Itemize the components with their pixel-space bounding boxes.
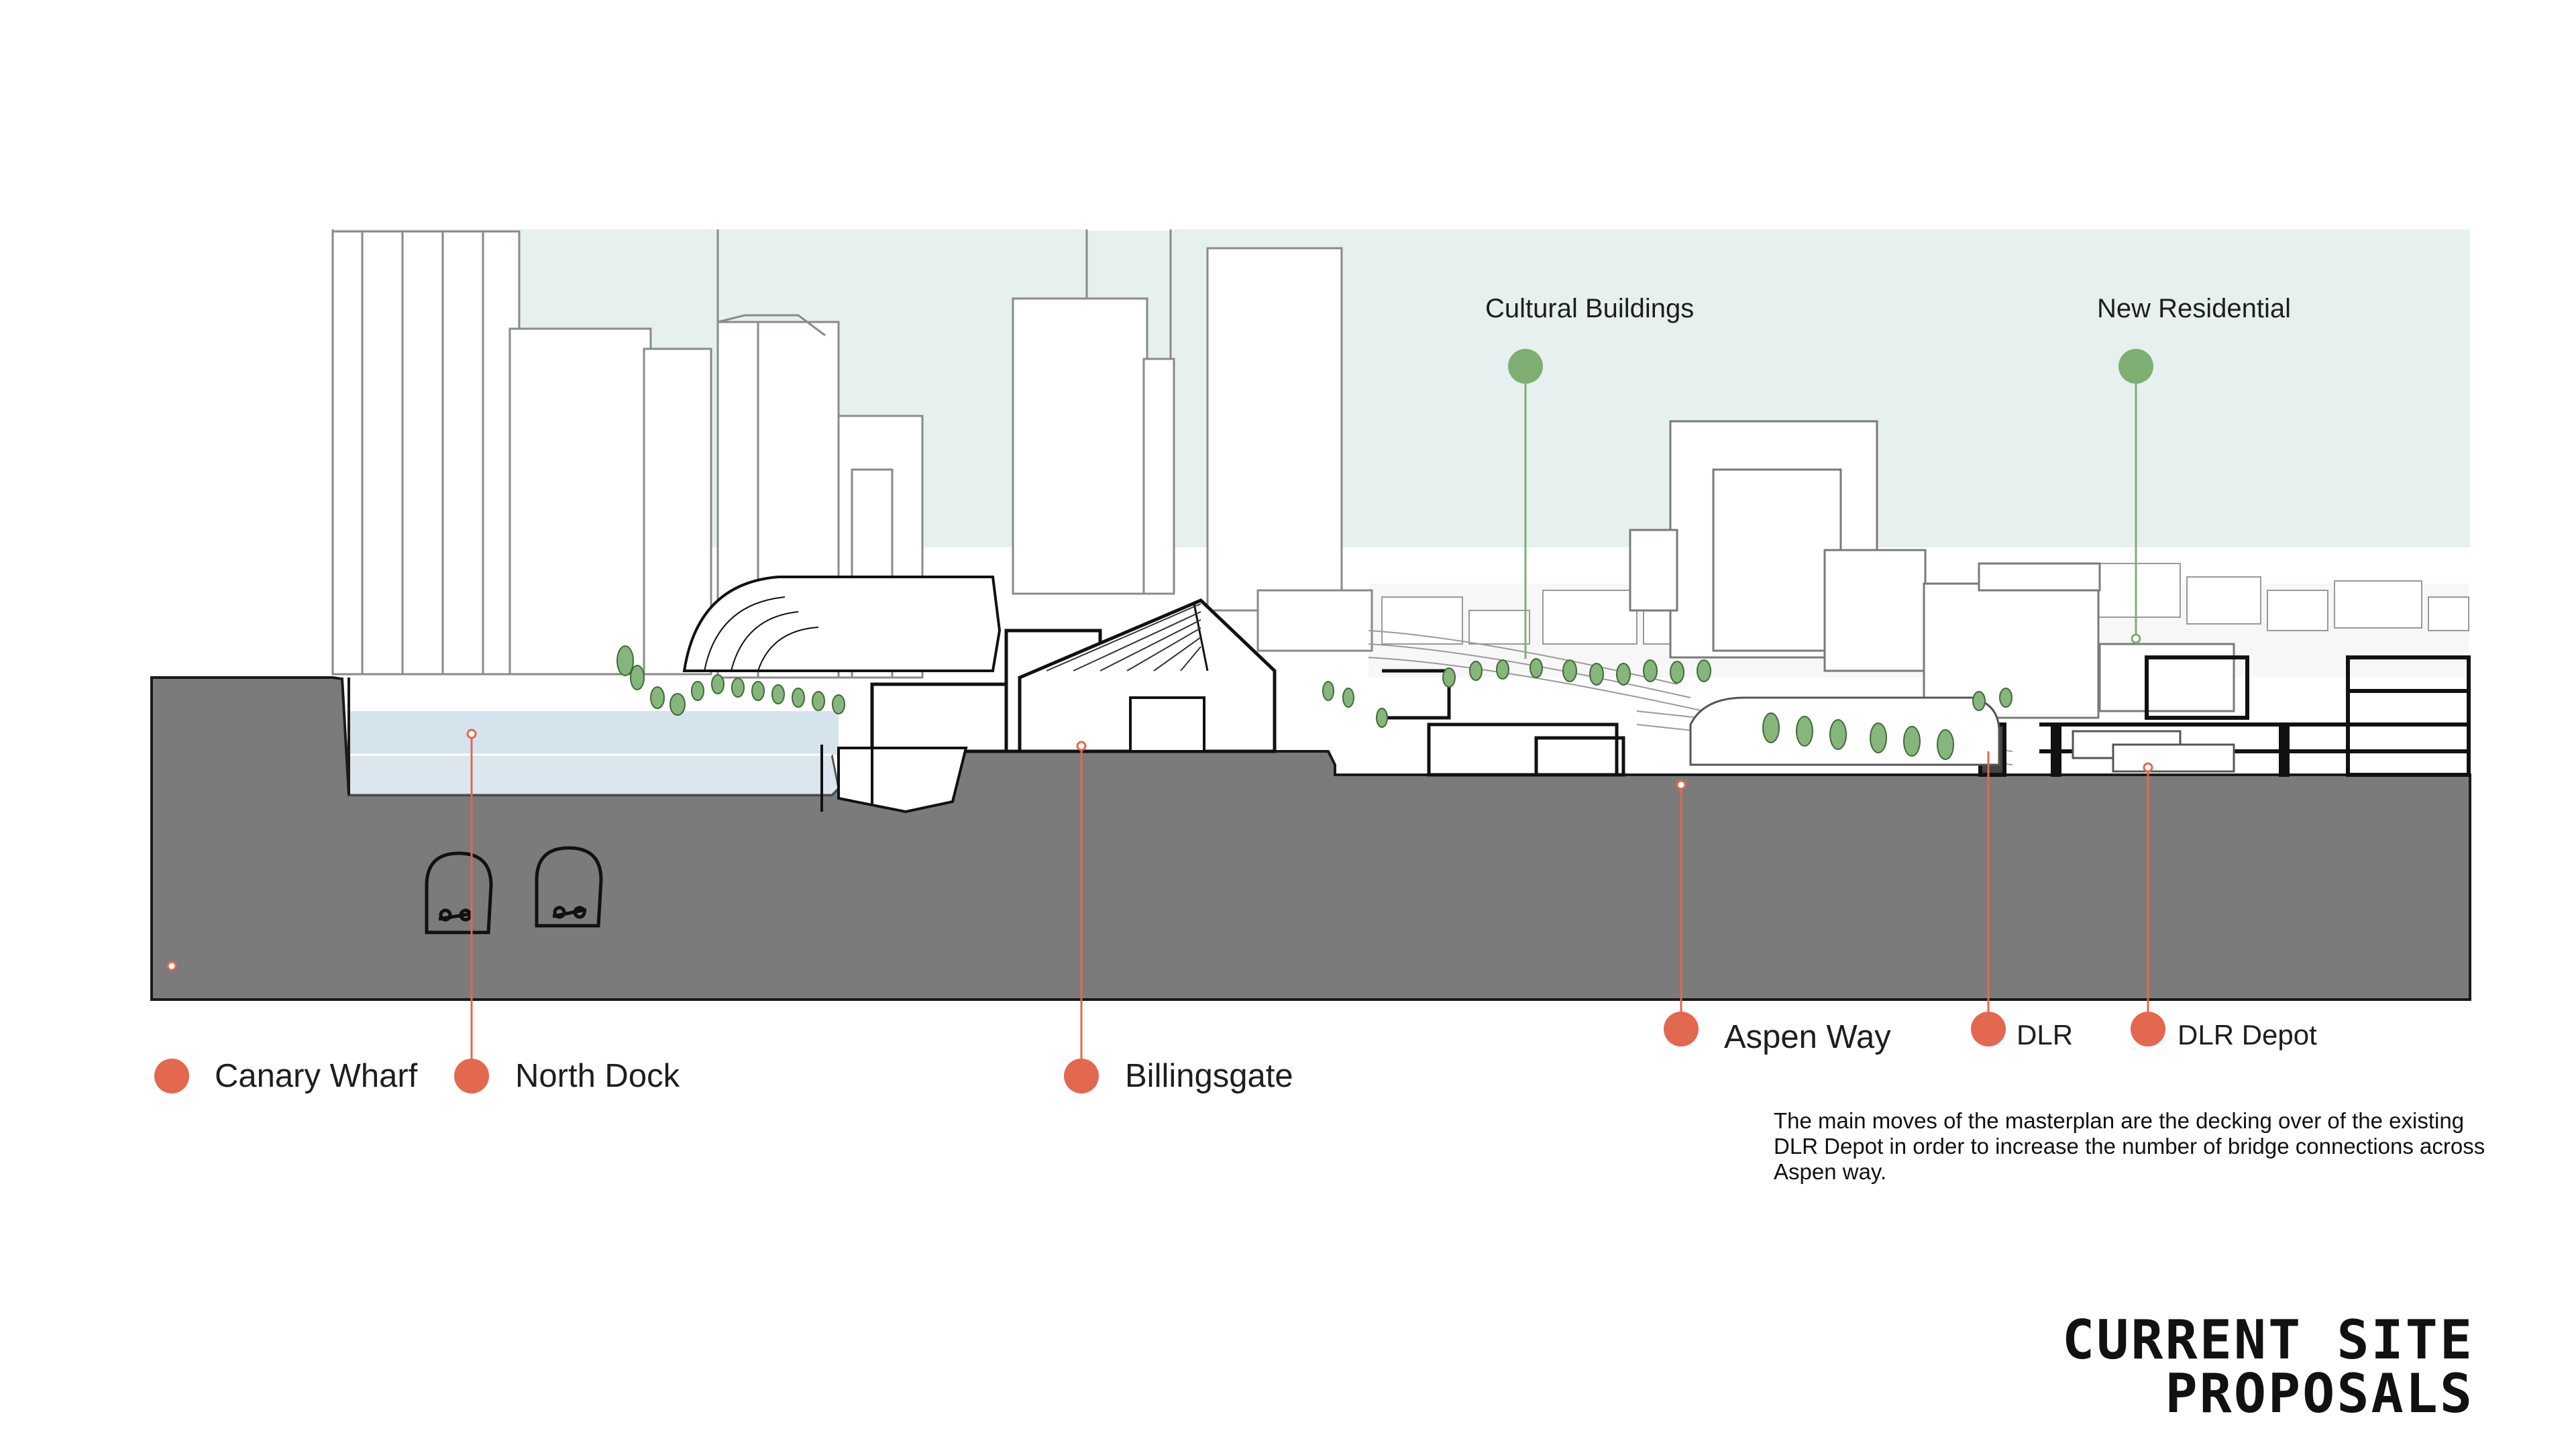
cultural-plinth — [1382, 669, 1625, 777]
label-dlr-depot: DLR Depot — [2178, 1019, 2317, 1051]
label-new-residential: New Residential — [2097, 294, 2292, 323]
dlr-depot-marker — [2131, 1012, 2165, 1046]
north-dock-pin — [466, 729, 477, 739]
green-markers — [1508, 349, 2153, 384]
orange-markers — [154, 1012, 2165, 1093]
aspen-way-marker — [1664, 1012, 1699, 1046]
dlr-depot-pin — [2143, 762, 2153, 773]
page-title: CURRENT SITE PROPOSALS — [2062, 1309, 2474, 1425]
new-residential-pin — [2131, 633, 2141, 644]
label-dlr: DLR — [2017, 1019, 2074, 1051]
orange-leaders — [470, 734, 2149, 1076]
aspen-way-pin — [1676, 780, 1686, 790]
billingsgate-marker — [1064, 1059, 1099, 1093]
label-canary-wharf: Canary Wharf — [215, 1058, 418, 1094]
billingsgate-pin — [1076, 741, 1087, 751]
north-dock-basin — [349, 711, 839, 755]
tall-towers-top — [331, 229, 1172, 674]
label-billingsgate: Billingsgate — [1125, 1058, 1293, 1094]
billingsgate-deck — [820, 745, 968, 814]
label-north-dock: North Dock — [515, 1058, 680, 1094]
north-dock-marker — [454, 1059, 489, 1093]
dlr-marker — [1971, 1012, 2006, 1046]
orange-leader-dots — [166, 729, 2153, 971]
underground-tunnels — [425, 846, 603, 934]
canary-wharf-pin — [166, 961, 177, 971]
green-leaders — [1524, 366, 2137, 659]
label-aspen-way: Aspen Way — [1724, 1019, 1891, 1055]
label-cultural-buildings: Cultural Buildings — [1485, 294, 1695, 323]
cultural-buildings-marker — [1508, 349, 1543, 384]
north-dock-water — [347, 753, 840, 796]
canary-wharf-marker — [154, 1059, 189, 1093]
cultural-buildings — [1629, 420, 1927, 672]
new-residential-marker — [2118, 349, 2153, 384]
trees — [616, 645, 2012, 760]
billingsgate-truss — [1046, 603, 1201, 672]
description-text: The main moves of the masterplan are the… — [1774, 1108, 2485, 1184]
billingsgate-arch-building — [682, 576, 1002, 672]
billingsgate-market — [870, 598, 1277, 753]
